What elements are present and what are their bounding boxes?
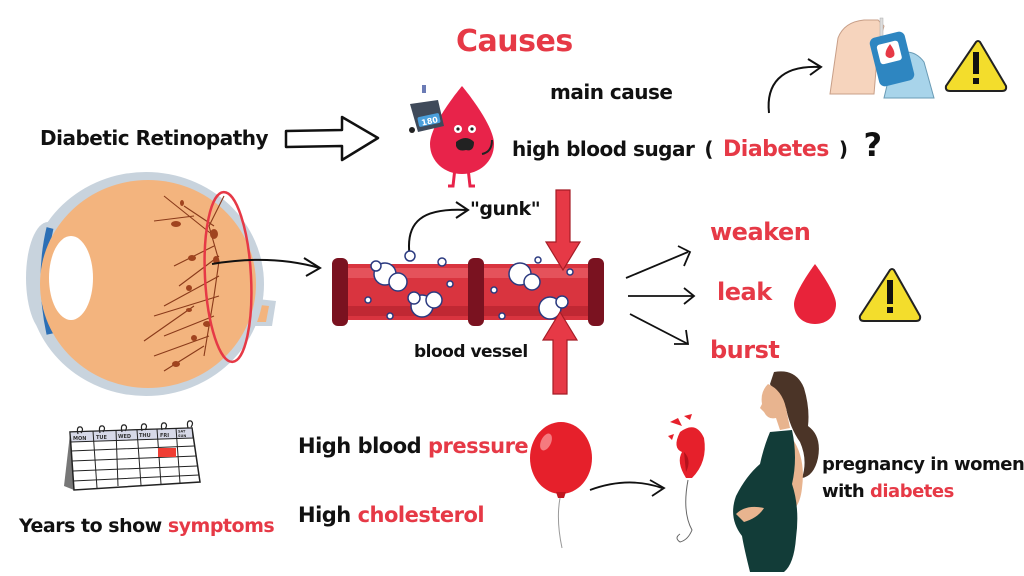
blood-vessel-icon (332, 250, 604, 326)
calendar-day: MON (73, 436, 86, 442)
risk-highlight: cholesterol (357, 503, 485, 527)
glucose-test-hand-icon (829, 17, 935, 99)
pressure-arrow-down-icon (544, 189, 582, 272)
eye-to-vessel-arrow-icon (211, 257, 322, 277)
question-mark: ? (863, 126, 883, 164)
caption-highlight: symptoms (167, 515, 275, 537)
effects-arrows-icon (625, 245, 696, 345)
pregnancy-line1: pregnancy in women (822, 454, 1024, 475)
pregnancy-line2: with diabetes (822, 481, 954, 502)
paren-close: ) (838, 137, 848, 161)
balloon-icon (530, 422, 592, 549)
meter-reading: 180 (421, 115, 440, 127)
paren-open: ( (704, 137, 714, 161)
cause-row: high blood sugar ( Diabetes ) ? (512, 126, 882, 164)
page-title: Causes (456, 24, 573, 59)
calendar-day: TUE (96, 435, 107, 441)
cause-text: high blood sugar (512, 137, 695, 161)
pressure-arrow-up-icon (541, 310, 579, 395)
risk-prefix: High blood (298, 434, 422, 458)
calendar-day: THU (139, 433, 151, 439)
warning-triangle-icon (944, 40, 1008, 92)
calendar-day: WED (118, 434, 131, 440)
effect-leak: leak (717, 278, 772, 306)
caption-prefix: Years to show (19, 515, 162, 537)
pregnancy-line2-prefix: with (822, 481, 865, 502)
diabetes-label: Diabetes (723, 137, 829, 162)
pregnant-woman-icon (733, 371, 819, 572)
pregnancy-line2-highlight: diabetes (870, 481, 954, 502)
risk-prefix: High (298, 503, 351, 527)
blood-drop-icon (794, 264, 836, 324)
warning-triangle-icon (858, 268, 922, 322)
calendar-day: FRI (160, 433, 169, 439)
hollow-arrow-icon (284, 115, 380, 162)
gunk-arrow-icon (408, 201, 470, 259)
main-cause-label: main cause (550, 80, 673, 104)
eye-diagram-icon (26, 172, 276, 396)
calendar-icon: MON TUE WED THU FRI SAT SUN (64, 420, 201, 491)
calendar-caption: Years to show symptoms (19, 515, 275, 537)
glucose-meter-icon: 180 (409, 85, 444, 133)
effect-burst: burst (710, 336, 780, 364)
balloon-arrow-icon (589, 479, 666, 497)
effect-weaken: weaken (710, 218, 811, 246)
calendar-day: SAT (178, 430, 186, 434)
highlight-ellipse (203, 190, 253, 364)
vessel-label: blood vessel (414, 342, 528, 362)
calendar-day: SUN (178, 434, 186, 438)
risk-factor-cholesterol: High cholesterol (298, 503, 485, 527)
blood-drop-character-icon: 180 (409, 85, 494, 188)
gunk-label: "gunk" (470, 198, 541, 220)
risk-highlight: pressure (428, 434, 529, 458)
risk-factor-blood-pressure: High blood pressure (298, 434, 529, 458)
popped-balloon-icon (668, 414, 705, 543)
topic-label: Diabetic Retinopathy (40, 126, 269, 150)
curved-arrow-icon (767, 58, 823, 114)
